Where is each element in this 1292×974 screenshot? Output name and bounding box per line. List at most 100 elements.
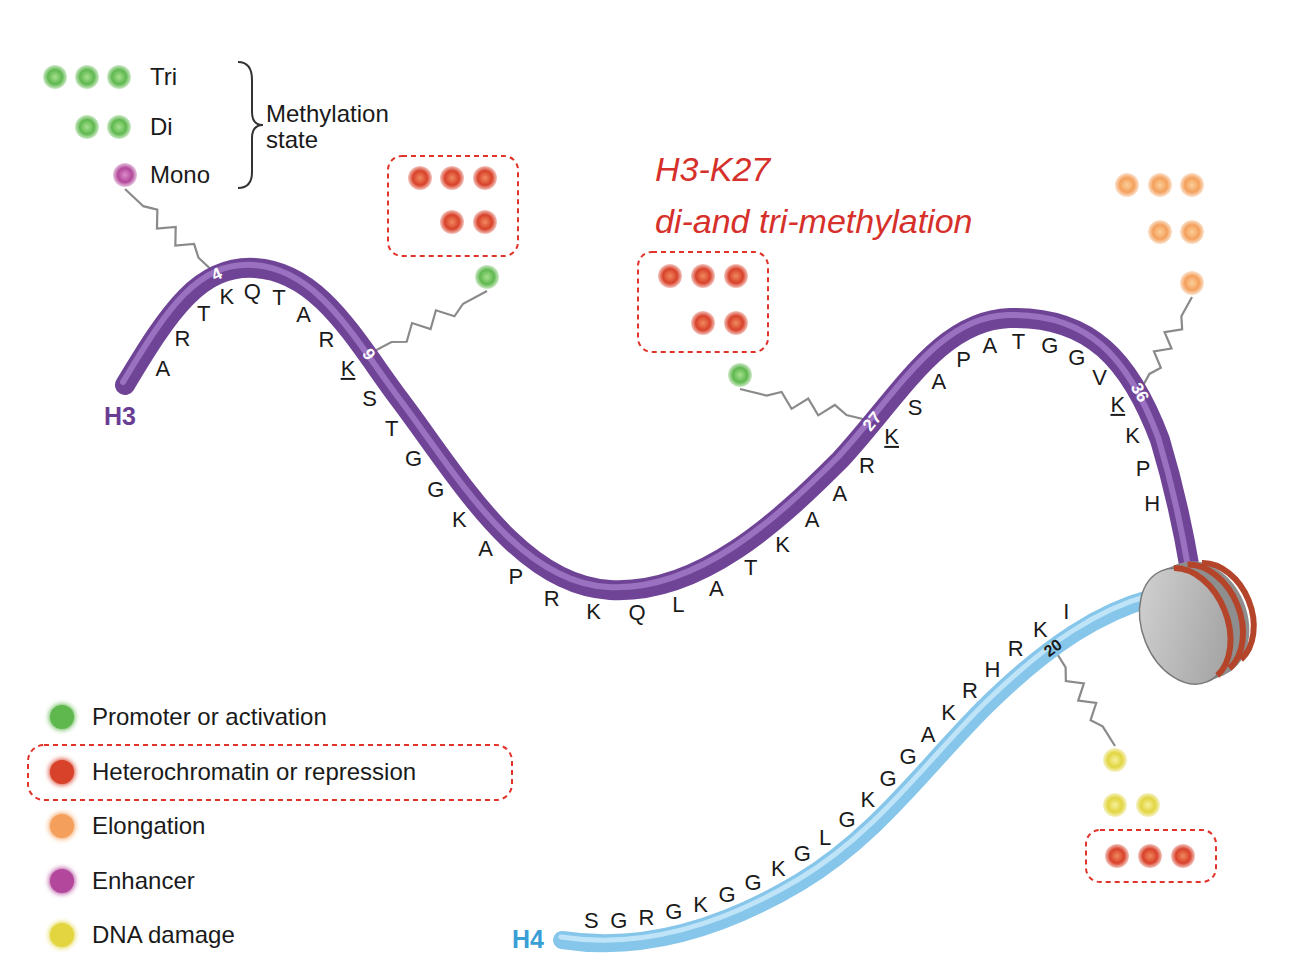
amino-acid: R: [638, 906, 654, 930]
bracket: [238, 62, 263, 188]
legend-text: DNA damage: [92, 921, 235, 949]
leader-line: [740, 389, 873, 422]
legend-swatch: [50, 705, 74, 729]
legend-text: Enhancer: [92, 867, 195, 895]
methyl-dot: [1136, 793, 1160, 817]
methylation-level: Tri: [150, 64, 177, 90]
methyl-dot: [1180, 220, 1204, 244]
methylation-level: Di: [150, 114, 173, 140]
methyl-dot: [724, 264, 748, 288]
amino-acid: A: [478, 537, 493, 561]
nucleosome: [1123, 545, 1271, 698]
legend-text: Promoter or activation: [92, 703, 327, 731]
amino-acid: K: [586, 600, 601, 624]
amino-acid: K: [452, 508, 467, 532]
heading: di-and tri-methylation: [655, 203, 972, 240]
h3-tail: [123, 265, 1190, 590]
methyl-dot: [1171, 844, 1195, 868]
amino-acid: I: [1063, 600, 1069, 624]
amino-acid: G: [427, 478, 444, 502]
repression-box: [1086, 830, 1216, 882]
repression-box: [638, 252, 768, 352]
amino-acid: K: [1110, 393, 1125, 417]
amino-acid: V: [1092, 366, 1107, 390]
amino-acid: R: [319, 328, 335, 352]
methyl-dot: [75, 65, 99, 89]
amino-acid: K: [1033, 618, 1048, 642]
residue-number: 27: [860, 408, 886, 434]
h4-tail: [561, 595, 1152, 943]
residue-number: 9: [357, 345, 378, 364]
methylation-level: Mono: [150, 162, 210, 188]
amino-acid: A: [921, 723, 936, 747]
amino-acid: A: [709, 577, 724, 601]
amino-acid: K: [219, 285, 234, 309]
amino-acid: R: [175, 327, 191, 351]
amino-acid: A: [832, 482, 847, 506]
methyl-dot: [473, 166, 497, 190]
methyl-dot: [440, 166, 464, 190]
amino-acid: G: [880, 767, 897, 791]
amino-acid: G: [719, 882, 736, 906]
leader-line: [1053, 648, 1115, 746]
methyl-dot: [728, 363, 752, 387]
amino-acid: Q: [244, 280, 261, 304]
legend-swatch: [50, 923, 74, 947]
amino-acid: K: [341, 357, 356, 381]
methyl-dot: [107, 65, 131, 89]
residue-number: 36: [1126, 380, 1152, 406]
methyl-dot: [75, 115, 99, 139]
amino-acid: L: [819, 826, 831, 850]
methyl-dot: [1105, 844, 1129, 868]
residue-number: 4: [209, 264, 225, 285]
amino-acid: L: [672, 592, 684, 616]
amino-acid: R: [962, 679, 978, 703]
dna-wrap: [1202, 552, 1268, 659]
methyl-dot: [1115, 173, 1139, 197]
legend-text: Heterochromatin or repression: [92, 758, 416, 786]
methyl-dot: [475, 265, 499, 289]
methyl-dots: [43, 65, 1204, 868]
methyl-dot: [691, 311, 715, 335]
repression-box: [28, 156, 1216, 882]
amino-acid: T: [744, 556, 757, 580]
amino-acid: A: [155, 357, 170, 381]
amino-acid: H: [1144, 492, 1160, 516]
nucleosome-face: [1123, 555, 1246, 698]
h4-tail-shine: [561, 595, 1151, 940]
methyl-dot: [43, 65, 67, 89]
amino-acid: R: [1008, 637, 1024, 661]
h3-tail-shine: [123, 265, 1188, 587]
amino-acid: G: [665, 900, 682, 924]
methyl-dot: [724, 311, 748, 335]
amino-acid: S: [908, 396, 923, 420]
amino-acid: K: [861, 788, 876, 812]
amino-acid: G: [900, 745, 917, 769]
methyl-dot: [107, 115, 131, 139]
methyl-dot: [113, 163, 137, 187]
amino-acid: T: [272, 286, 285, 310]
methyl-dot: [691, 264, 715, 288]
amino-acid: K: [941, 701, 956, 725]
legend-swatch: [50, 869, 74, 893]
methyl-dot: [408, 166, 432, 190]
amino-acid: P: [508, 564, 523, 588]
amino-acid: K: [884, 425, 899, 449]
amino-acid: K: [1125, 424, 1140, 448]
amino-acid: G: [1068, 346, 1085, 370]
amino-acid: P: [956, 348, 971, 372]
amino-acid: P: [1136, 456, 1151, 480]
amino-acid: T: [197, 302, 210, 326]
amino-acid: S: [584, 909, 599, 933]
heading: H3-K27: [655, 151, 770, 188]
amino-acid: A: [805, 508, 820, 532]
amino-acid: G: [610, 909, 627, 933]
legend-swatch: [50, 814, 74, 838]
leader-line: [125, 189, 217, 275]
amino-acid: G: [744, 871, 761, 895]
methyl-dot: [1138, 844, 1162, 868]
methyl-dot: [1148, 220, 1172, 244]
amino-acid: T: [1012, 330, 1025, 354]
amino-acid: G: [838, 807, 855, 831]
amino-acid: Q: [628, 601, 645, 625]
